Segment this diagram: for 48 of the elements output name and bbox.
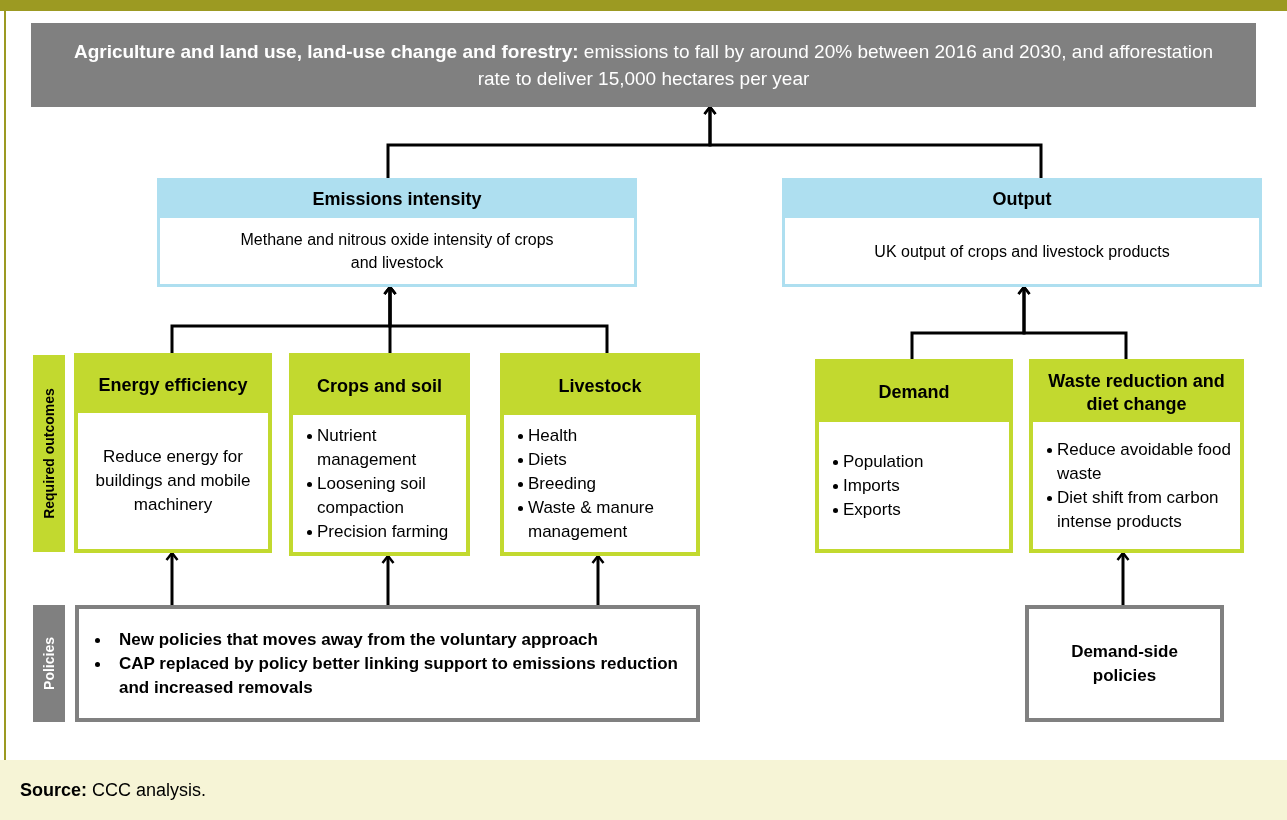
bullet-item: Diets [528,448,567,471]
bullet-item: New policies that moves away from the voluntary approach [119,628,598,651]
bullet-item: Imports [843,474,900,497]
bullet-item: Loosening soil compaction [317,472,427,519]
box-heading: Output [992,188,1052,211]
arrow [591,554,605,605]
outcome-box [74,353,272,553]
outcome-box [1029,359,1244,553]
box-heading: Demand [878,381,950,404]
bullet-item: CAP replaced by policy better linking support to emissions reduction and increased removals [119,652,679,699]
arrow [381,554,395,605]
row-band [33,605,65,722]
arrow [1017,285,1128,359]
policy-box [75,605,700,722]
arrow [165,551,179,605]
goal-text: Agriculture and land use, land-use change and forestry: emissions to fall by around 20% between 2016 and 2030, and afforestation rate to deliver 15,000 hectares per year [72,40,1215,91]
box-text: UK output of crops and livestock products [874,241,1170,262]
bullet-item: Health [528,424,578,447]
bullet-item: Reduce avoidable food waste [1057,438,1232,485]
policy-box [1025,605,1224,722]
bullet-item: Population [843,450,924,473]
bullet-item: Nutrient management [317,424,418,471]
box-heading: Emissions intensity [312,188,482,211]
outcome-box [815,359,1013,553]
driver-box [782,178,1262,287]
row-band [33,355,65,552]
row-label: Required outcomes [39,388,58,519]
box-heading: Energy efficiency [98,373,248,397]
bullet-item: Breeding [528,472,597,495]
source-note: Source: CCC analysis. [20,778,207,802]
box-heading: Livestock [558,374,642,398]
box-text: Demand-side policies [1070,640,1179,687]
arrow [703,105,1043,178]
box-text: Reduce energy for buildings and mobile machinery [94,446,252,516]
bullet-item: Waste & manure management [528,496,655,543]
box-heading: Waste reduction and diet change [1047,369,1226,416]
box-text: Methane and nitrous oxide intensity of crops and livestock [239,230,555,273]
bullet-item: Diet shift from carbon intense products [1057,486,1220,533]
row-label: Policies [39,637,58,690]
outcome-box [289,353,470,556]
driver-box [157,178,637,287]
bullet-item: Exports [843,498,901,521]
arrow [383,285,609,353]
arrow [1116,551,1130,605]
goal-banner [31,23,1256,107]
bullet-item: Precision farming [317,520,449,543]
outcome-box [500,353,700,556]
box-heading: Crops and soil [317,374,442,398]
